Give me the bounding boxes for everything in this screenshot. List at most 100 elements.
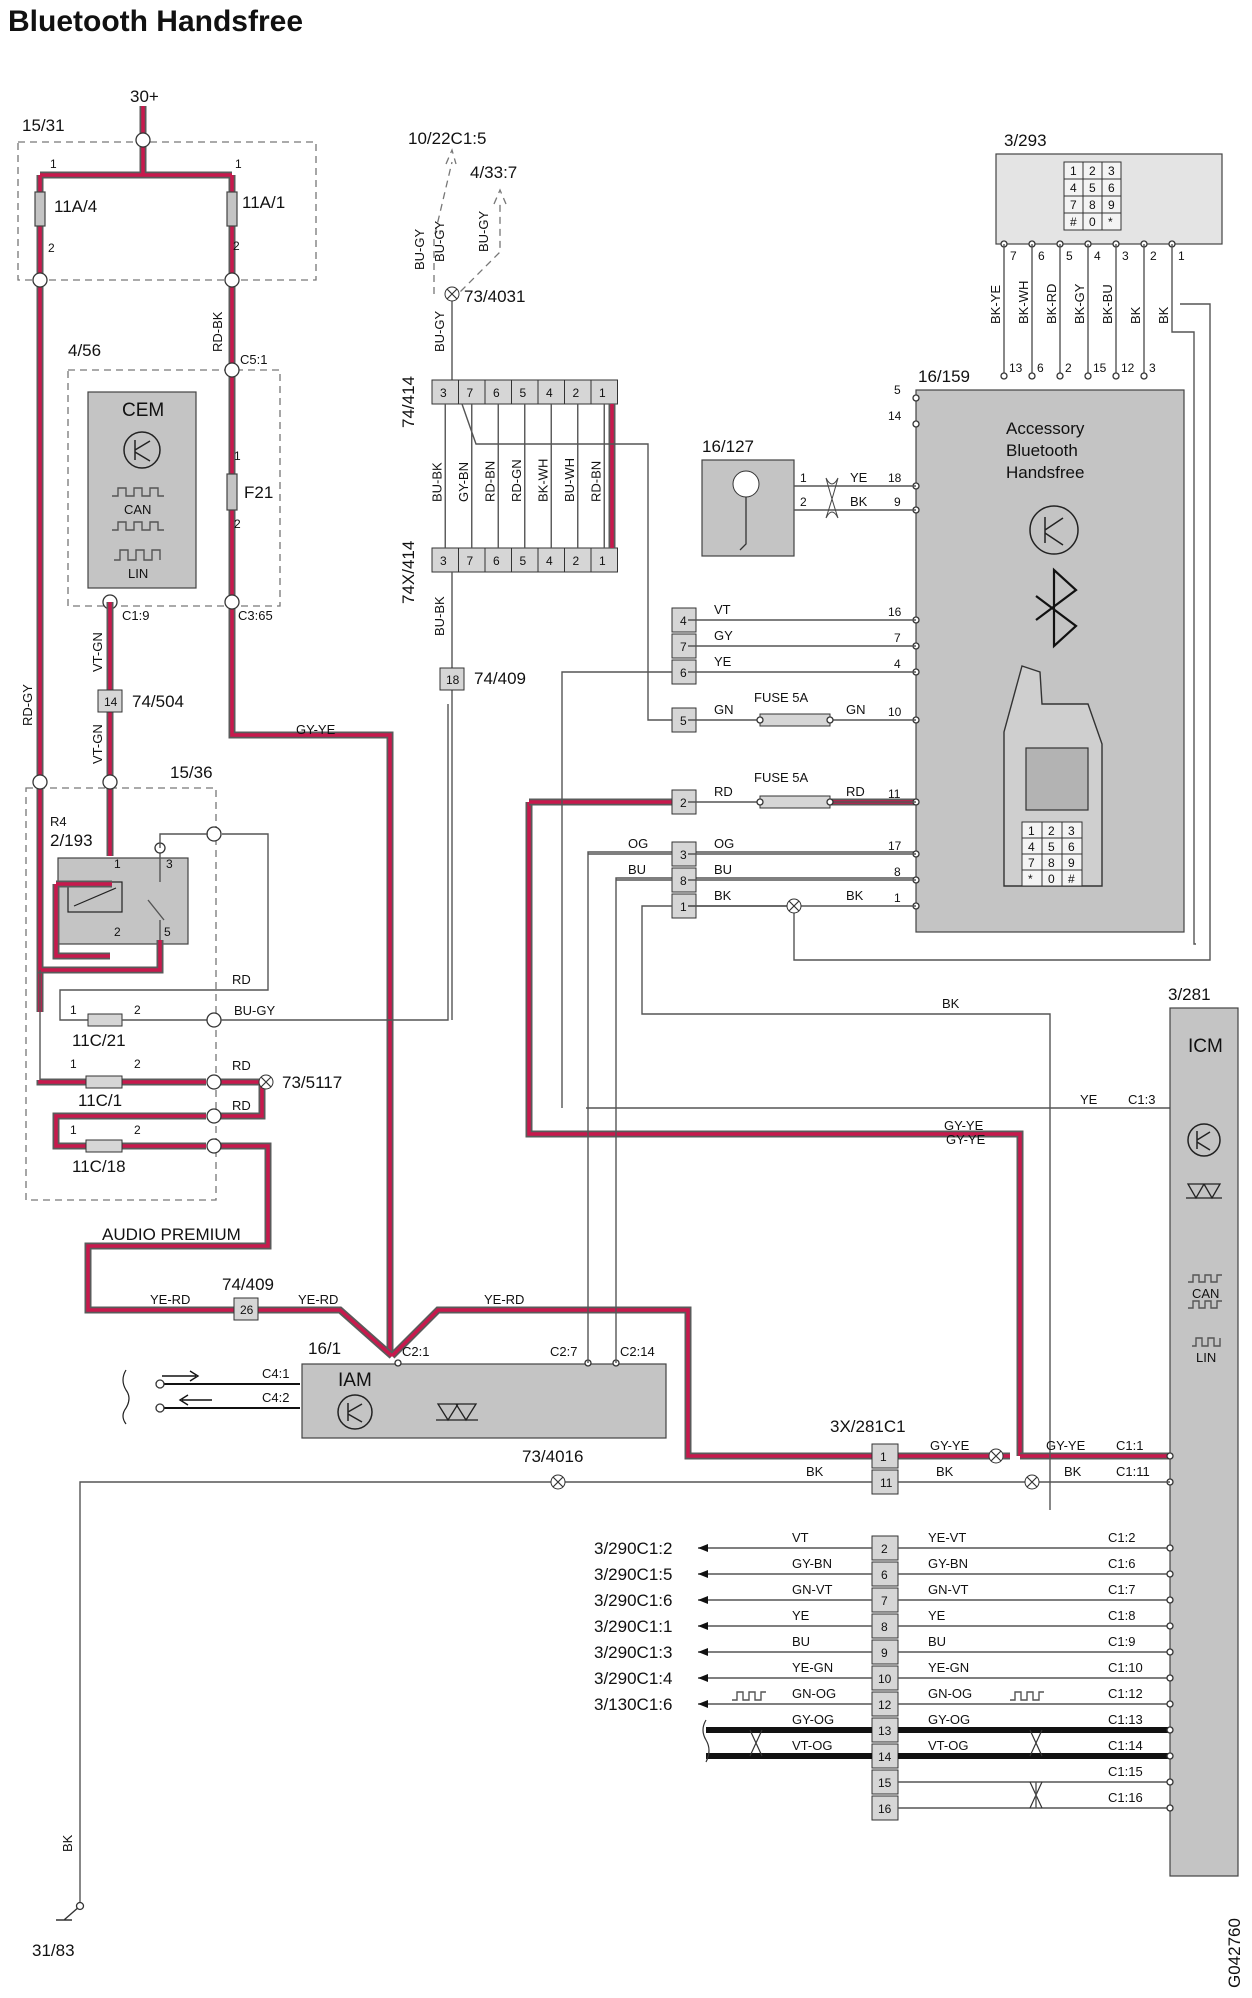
conn-3x-pin-label: 12 <box>878 1698 892 1712</box>
accessory-pin-label: 7 <box>894 631 901 645</box>
microphone <box>701 459 795 557</box>
row-right-wire: YE-VT <box>928 1530 966 1545</box>
keypad-wire-label: BK-WH <box>1016 281 1031 324</box>
row-left-wire: YE <box>792 1608 810 1623</box>
can-wave-icon <box>1010 1691 1044 1701</box>
svg-text:2: 2 <box>134 1123 141 1137</box>
fuse-11c18-label: 11C/18 <box>72 1157 126 1176</box>
middle-connector-pin-label: 2 <box>680 796 687 810</box>
icm-lin-icon <box>1192 1337 1221 1347</box>
svg-text:18: 18 <box>446 673 460 687</box>
keypad-pin-label: 3 <box>1122 249 1129 263</box>
svg-text:1: 1 <box>70 1123 77 1137</box>
accessory-name-2: Bluetooth <box>1006 441 1078 460</box>
phone-key-label: * <box>1028 872 1033 886</box>
accessory-keypad-pin: 15 <box>1093 361 1107 375</box>
fuse-11c18 <box>85 1139 123 1153</box>
icm-module <box>1169 1007 1239 1877</box>
wire-bu-gy-c: BU-GY <box>432 221 447 263</box>
icm-pin-label: C1:7 <box>1108 1582 1135 1597</box>
icm-can-label: CAN <box>1192 1286 1219 1301</box>
diagram-title: Bluetooth Handsfree <box>8 5 303 38</box>
keypad-wire-label: BK <box>1128 306 1143 324</box>
row-left-wire: VT-OG <box>792 1738 832 1753</box>
relay-box-label: 15/36 <box>170 763 213 782</box>
wire-gn-a: GN <box>714 702 734 717</box>
arrow-left-icon <box>698 1674 708 1682</box>
row-left-wire: GY-OG <box>792 1712 834 1727</box>
keypad-pin-label: 5 <box>1066 249 1073 263</box>
ground-4016-label: 73/4016 <box>522 1447 583 1466</box>
ground-symbol-icon <box>56 1905 81 1921</box>
fuse-11a1 <box>226 191 238 227</box>
signal-destination: 3/290C1:6 <box>594 1591 672 1610</box>
icm-pin-label: C1:9 <box>1108 1634 1135 1649</box>
ref-4-33: 4/33:7 <box>470 163 517 182</box>
conn-3x-pin-label: 11 <box>880 1476 893 1490</box>
iam-c4-2: C4:2 <box>262 1390 289 1405</box>
wire-rd-gy: RD-GY <box>20 684 35 726</box>
accessory-keypad-pin: 6 <box>1037 361 1044 375</box>
fuse-f21 <box>226 473 238 511</box>
wire-ye-rd-c: YE-RD <box>484 1292 524 1307</box>
keypad-key-label: # <box>1070 215 1077 229</box>
wire-gn-b: GN <box>846 702 866 717</box>
wire-bu-bk: BU-BK <box>432 596 447 636</box>
icm-pin-label: C1:6 <box>1108 1556 1135 1571</box>
c5-1-label: C5:1 <box>240 352 267 367</box>
connector-pin-label: 5 <box>520 554 527 568</box>
phone-key-label: 1 <box>1028 824 1035 838</box>
accessory-pin-label: 17 <box>888 839 902 853</box>
wire-gy: GY <box>714 628 733 643</box>
microphone-icon <box>739 497 747 551</box>
icm-pin-label: C1:16 <box>1108 1790 1143 1805</box>
wire-gy-ye-b: GY-YE <box>946 1132 986 1147</box>
connector-pin-label: 5 <box>520 386 527 400</box>
accessory-ref: 16/159 <box>918 367 970 386</box>
accessory-name-1: Accessory <box>1006 419 1085 438</box>
middle-connector-pin-label: 5 <box>680 714 687 728</box>
row-right-wire: BK <box>936 1464 954 1479</box>
keypad-pin-label: 6 <box>1038 249 1045 263</box>
connector-pin-label: 1 <box>599 554 606 568</box>
svg-text:1: 1 <box>70 1003 77 1017</box>
icm-pin-label: C1:15 <box>1108 1764 1143 1779</box>
svg-text:1: 1 <box>235 157 242 171</box>
lin-signal-icon <box>114 549 161 561</box>
fuse-11c21-label: 11C/21 <box>72 1031 126 1050</box>
connector-pin-label: 3 <box>440 386 447 400</box>
svg-text:1: 1 <box>234 449 241 463</box>
icm-pin-label: C1:13 <box>1108 1712 1143 1727</box>
row-left-wire: GN-VT <box>792 1582 833 1597</box>
conn-3x-label: 3X/281C1 <box>830 1417 906 1436</box>
wire-gy-ye-a: GY-YE <box>296 722 336 737</box>
svg-text:1: 1 <box>50 157 57 171</box>
svg-text:2: 2 <box>234 517 241 531</box>
connector-pin-label: 4 <box>546 386 553 400</box>
icm-transistor-icon <box>1187 1123 1221 1157</box>
connector-wire-label: BU-BK <box>429 462 444 502</box>
signal-destination: 3/290C1:5 <box>594 1565 672 1584</box>
row-left-wire: BK <box>806 1464 824 1479</box>
c3-65-label: C3:65 <box>238 608 273 623</box>
svg-text:3: 3 <box>166 857 173 871</box>
accessory-pin-label: 9 <box>894 495 901 509</box>
keypad-wire-label: BK-RD <box>1044 284 1059 324</box>
wire-bu-gy-d: BU-GY <box>476 211 491 253</box>
icm-pin-label: C1:12 <box>1108 1686 1143 1701</box>
iam-diode-icon <box>436 1403 478 1422</box>
splice-74-409-b <box>439 667 465 691</box>
splice-4031-label: 73/4031 <box>464 287 525 306</box>
fusebox-label: 15/31 <box>22 116 65 135</box>
row-right-wire: YE <box>928 1608 946 1623</box>
conn-3x-pin <box>871 1769 899 1795</box>
row-right-wire: GY-BN <box>928 1556 968 1571</box>
row-right-wire: BU <box>928 1634 946 1649</box>
keypad-wire-label: BK-YE <box>988 285 1003 324</box>
conn-3x-pin-label: 1 <box>880 1450 887 1464</box>
